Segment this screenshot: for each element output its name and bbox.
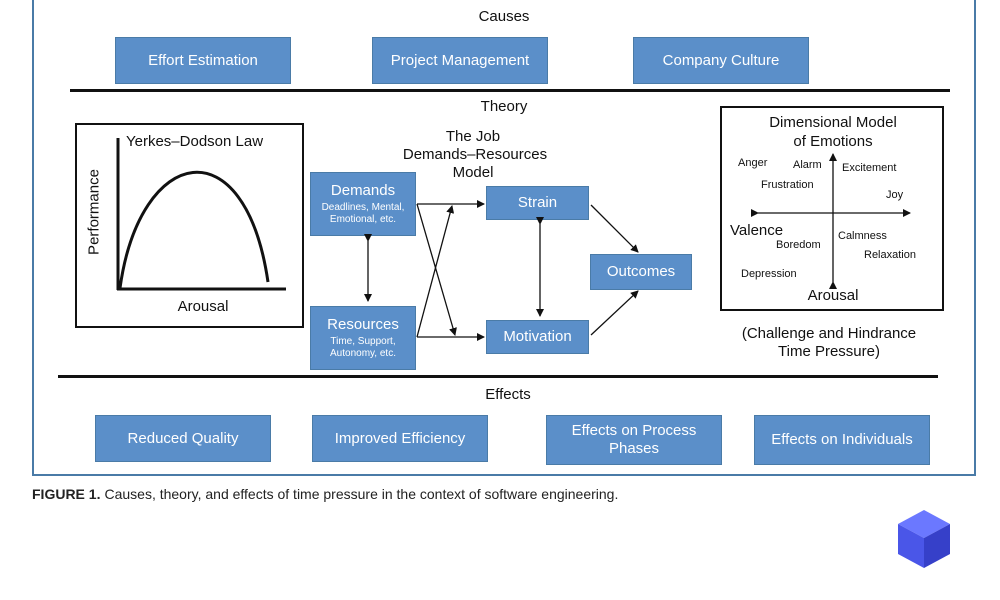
- resources-box: Resources Time, Support, Autonomy, etc.: [310, 306, 416, 370]
- figure-caption-label: FIGURE 1.: [32, 486, 101, 502]
- demands-sub-line1: Deadlines, Mental,: [321, 201, 405, 213]
- yerkes-dodson-title: Yerkes–Dodson Law: [126, 133, 264, 150]
- emotions-title-line2: of Emotions: [793, 133, 873, 150]
- cube-icon: [898, 510, 950, 568]
- effect-reduced-quality: Reduced Quality: [95, 415, 271, 462]
- emotion-frustration: Frustration: [761, 179, 814, 191]
- theory-divider: [58, 375, 938, 378]
- cause-project-management: Project Management: [372, 37, 548, 84]
- emotion-anger: Anger: [738, 157, 768, 169]
- figure-caption: FIGURE 1.Causes, theory, and effects of …: [32, 486, 618, 502]
- jdr-title-line2: Demands–Resources: [402, 146, 548, 163]
- cause-company-culture: Company Culture: [633, 37, 809, 84]
- emotion-excitement: Excitement: [842, 162, 897, 174]
- emotion-alarm: Alarm: [793, 159, 822, 171]
- performance-axis-label: Performance: [85, 169, 103, 255]
- effect-process-phases: Effects on Process Phases: [546, 415, 722, 465]
- emotion-valence: Valence: [730, 222, 784, 239]
- effects-title: Effects: [485, 386, 531, 403]
- emotion-arousal: Arousal: [807, 287, 859, 304]
- demands-sub-line2: Emotional, etc.: [329, 214, 397, 225]
- emotion-joy: Joy: [886, 189, 904, 201]
- demands-box: Demands Deadlines, Mental, Emotional, et…: [310, 172, 416, 236]
- causes-divider: [70, 89, 950, 92]
- theory-title: Theory: [480, 98, 528, 115]
- jdr-title-line1: The Job: [445, 128, 501, 145]
- figure-frame: [32, 0, 976, 476]
- effect-individuals: Effects on Individuals: [754, 415, 930, 465]
- effect-process-phases-line1: Effects on Process: [571, 422, 697, 439]
- arousal-axis-label: Arousal: [177, 298, 229, 315]
- causes-title: Causes: [478, 8, 530, 25]
- motivation-box: Motivation: [486, 320, 589, 354]
- demands-label: Demands: [330, 181, 396, 199]
- resources-label: Resources: [327, 315, 399, 333]
- outcomes-box: Outcomes: [590, 254, 692, 290]
- emotions-title-line1: Dimensional Model: [769, 114, 897, 131]
- emotion-boredom: Boredom: [776, 239, 821, 251]
- emotion-calmness: Calmness: [838, 230, 887, 242]
- resources-sub-line2: Autonomy, etc.: [330, 348, 396, 359]
- strain-box: Strain: [486, 186, 589, 220]
- figure-caption-text: Causes, theory, and effects of time pres…: [104, 486, 619, 502]
- resources-sub-line1: Time, Support,: [330, 335, 396, 347]
- emotion-depression: Depression: [741, 268, 797, 280]
- hindrance-line1: (Challenge and Hindrance: [741, 325, 917, 342]
- emotion-relaxation: Relaxation: [864, 249, 916, 261]
- jdr-title-line3: Model: [452, 164, 494, 181]
- effect-process-phases-line2: Phases: [608, 440, 660, 457]
- cause-effort-estimation: Effort Estimation: [115, 37, 291, 84]
- effect-improved-efficiency: Improved Efficiency: [312, 415, 488, 462]
- hindrance-line2: Time Pressure): [778, 343, 880, 360]
